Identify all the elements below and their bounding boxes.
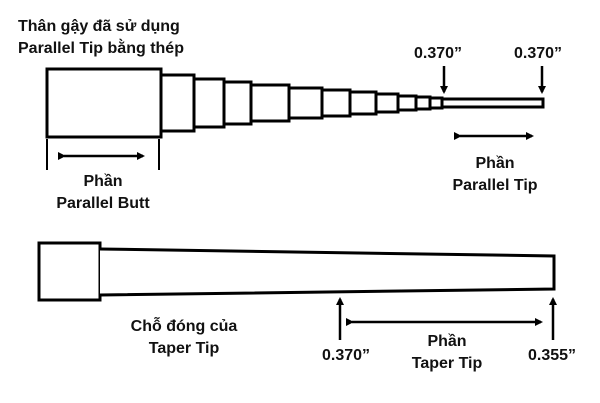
shaft-step [287,86,324,120]
shaft-step [222,80,253,126]
shaft-step [159,73,196,133]
measure-label-taper-end: 0.355” [528,347,576,364]
parallel-tip-label-line2: Parallel Tip [452,177,537,194]
stepped-shaft [45,67,545,139]
ferrule-label-line1: Chỗ đóng của [131,316,238,335]
shaft-step [414,95,432,111]
shaft-step [249,83,291,123]
tapered-shaft [99,247,556,297]
measure-label-tip-end: 0.370” [514,45,562,62]
ferrule-block [37,241,102,302]
ferrule-label-line2: Taper Tip [149,340,220,357]
shaft-step [348,90,378,116]
parallel-butt-label-line2: Parallel Butt [56,195,150,212]
parallel-tip-label-line1: Phần [475,155,514,172]
shaft-step-butt [45,67,163,139]
shaft-step [428,96,444,110]
diagram-title-line2: Parallel Tip bằng thép [18,38,184,57]
measure-label-tip-start: 0.370” [414,45,462,62]
shaft-step [320,88,352,118]
diagram-title-line1: Thân gậy đã sử dụng [18,18,180,35]
shaft-step [396,94,418,112]
taper-tip-label-line2: Taper Tip [412,355,483,372]
shaft-parallel-tip [440,97,545,109]
shaft-step [192,77,226,129]
shaft-step [374,92,400,114]
parallel-butt-label-line1: Phần [83,173,122,190]
measure-label-taper-start: 0.370” [322,347,370,364]
taper-tip-label-line1: Phần [427,333,466,350]
